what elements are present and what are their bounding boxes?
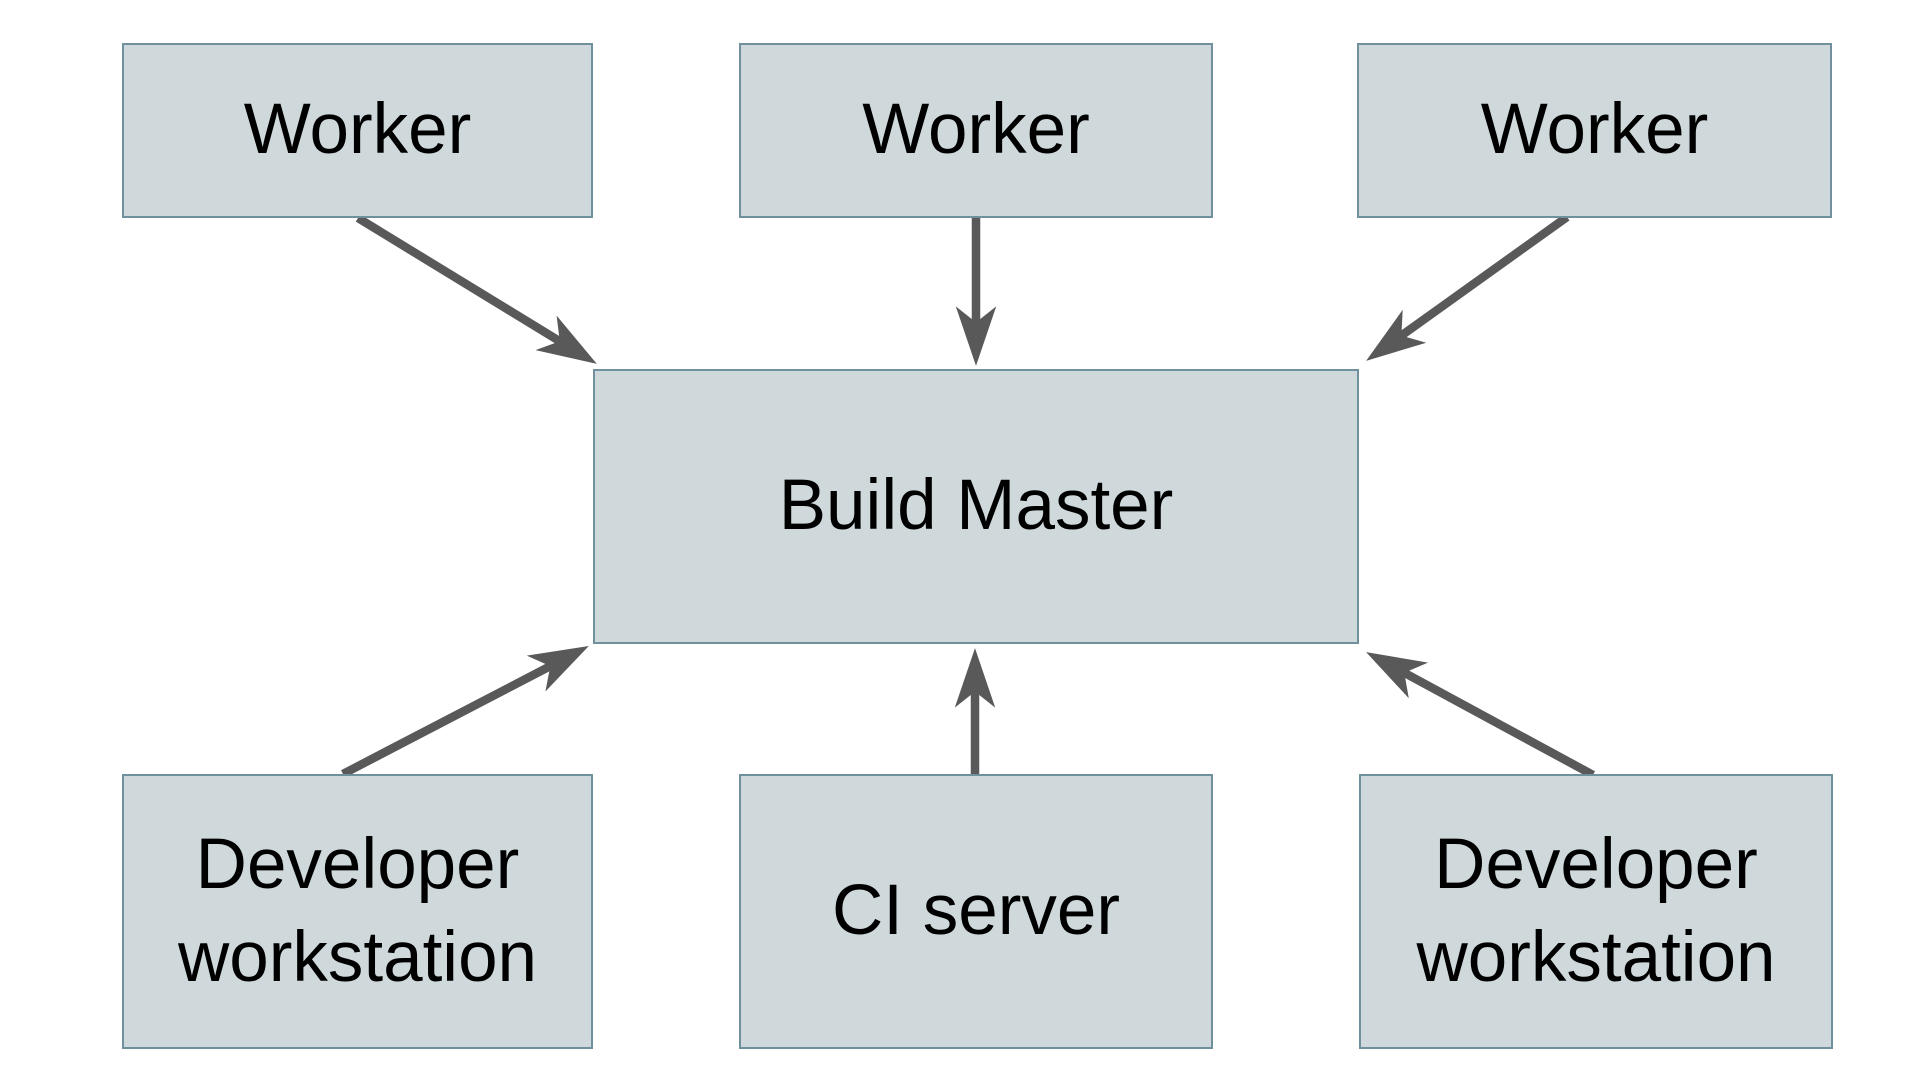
node-label: Worker bbox=[243, 90, 472, 170]
node-ci-server: CI server bbox=[739, 774, 1213, 1049]
arrow-worker-1-to-build-master bbox=[355, 214, 597, 364]
node-label: Worker bbox=[862, 90, 1090, 170]
node-label-line: workstation bbox=[177, 917, 538, 997]
arrow-worker-3-to-build-master bbox=[1366, 213, 1570, 361]
node-worker-3: Worker bbox=[1357, 43, 1832, 218]
node-worker-1: Worker bbox=[122, 43, 593, 218]
node-label-line: Developer bbox=[1434, 825, 1758, 905]
node-label: Worker bbox=[1480, 90, 1709, 170]
arrow-developer-workstation-left-to-build-master bbox=[341, 646, 589, 778]
node-developer-workstation-right: Developer workstation bbox=[1359, 774, 1833, 1049]
arrow-developer-workstation-right-to-build-master bbox=[1366, 652, 1596, 779]
node-label-line: Developer bbox=[195, 825, 520, 905]
node-label: CI server bbox=[832, 871, 1120, 951]
node-developer-workstation-left: Developer workstation bbox=[122, 774, 593, 1049]
node-worker-2: Worker bbox=[739, 43, 1213, 218]
node-label-line: workstation bbox=[1416, 917, 1776, 997]
node-build-master: Build Master bbox=[593, 369, 1359, 644]
node-label: Build Master bbox=[778, 466, 1174, 546]
